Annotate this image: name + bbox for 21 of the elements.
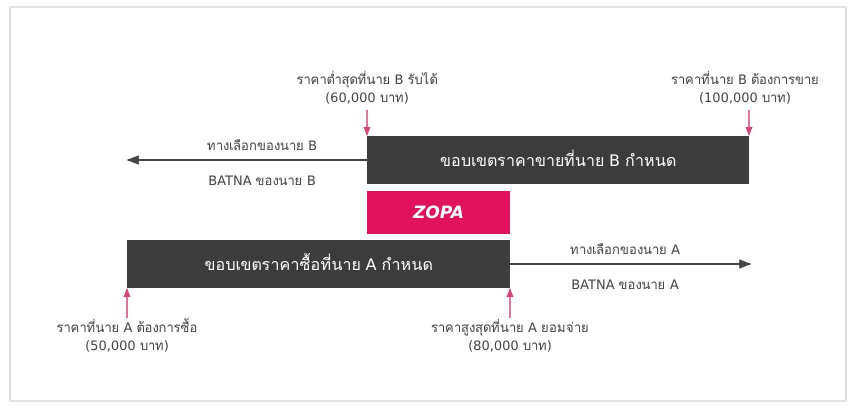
price-value: (80,000 บาท) — [468, 338, 552, 356]
price-range-bar: ขอบเขตราคาซื้อที่นาย A กำหนด — [127, 240, 510, 288]
edge-label: ทางเลือกของนาย A — [570, 242, 680, 260]
arrow — [510, 259, 752, 269]
edge-label: ทางเลือกของนาย B — [206, 138, 318, 156]
zopa-bar: ZOPA — [367, 191, 510, 234]
pointer-arrow — [745, 110, 753, 136]
note-label: BATNA ของนาย B — [208, 173, 316, 191]
pointer-arrow — [506, 288, 514, 318]
pointer-arrow — [123, 288, 131, 318]
price-caption: ราคาสูงสุดที่นาย A ยอมจ่าย — [430, 320, 590, 338]
pointer-arrow — [363, 110, 371, 136]
price-caption: ราคาต่ำสุดที่นาย B รับได้ — [296, 72, 438, 90]
price-range-bar: ขอบเขตราคาขายที่นาย B กำหนด — [367, 136, 749, 184]
note-label: BATNA ของนาย A — [571, 277, 679, 295]
price-value: (60,000 บาท) — [325, 90, 409, 108]
price-caption: ราคาที่นาย B ต้องการขาย — [670, 72, 820, 90]
price-value: (100,000 บาท) — [698, 90, 792, 108]
price-value: (50,000 บาท) — [85, 338, 169, 356]
arrow — [126, 155, 367, 165]
price-caption: ราคาที่นาย A ต้องการซื้อ — [56, 320, 198, 338]
